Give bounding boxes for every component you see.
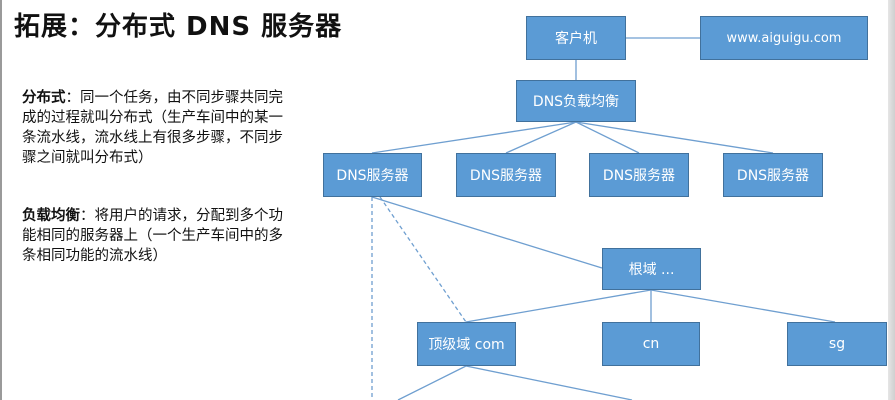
definition-distributed: 分布式：同一个任务，由不同步骤共同完成的过程就叫分布式（生产车间中的某一条流水线… — [22, 88, 284, 168]
line-lb-dns4 — [575, 121, 774, 154]
definition-text: 同一个任务，由不同步骤共同完成的过程就叫分布式（生产车间中的某一条流水线，流水线… — [22, 90, 283, 166]
root-domain-node: 根域 ... — [602, 248, 701, 290]
line-dns1-tld-dashed — [379, 196, 467, 323]
top-level-domain-com-node: 顶级域 com — [417, 322, 516, 366]
line-lb-dns1 — [371, 121, 577, 154]
definition-load-balancing: 负载均衡：将用户的请求，分配到多个功能相同的服务器上（一个生产车间中的多条相同功… — [22, 206, 284, 266]
slide-title: 拓展：分布式 DNS 服务器 — [14, 12, 343, 42]
slide-right-border — [888, 0, 895, 400]
sg-domain-node: sg — [787, 322, 887, 366]
definition-term: 分布式 — [22, 90, 66, 106]
definition-separator: ： — [80, 208, 95, 224]
definition-separator: ： — [65, 90, 81, 106]
definition-term: 负载均衡 — [22, 208, 80, 224]
line-lb-dns3 — [575, 121, 640, 154]
dns-server-node-4: DNS服务器 — [723, 153, 823, 197]
dns-server-node-2: DNS服务器 — [456, 153, 556, 197]
line-tld-child-right — [465, 365, 633, 400]
dns-server-node-3: DNS服务器 — [589, 153, 689, 197]
line-root-tld — [465, 289, 652, 323]
line-lb-dns2 — [505, 121, 577, 154]
line-root-sg — [650, 289, 836, 323]
dns-load-balancer-node: DNS负载均衡 — [516, 80, 636, 122]
dns-server-node-1: DNS服务器 — [323, 153, 422, 197]
line-dns1-root — [371, 196, 603, 269]
cn-domain-node: cn — [602, 322, 700, 366]
line-tld-child-left — [397, 365, 467, 400]
slide-left-border — [0, 0, 2, 400]
definition-text: 将用户的请求，分配到多个功能相同的服务器上（一个生产车间中的多条相同功能的流水线… — [22, 208, 283, 264]
website-node: www.aiguigu.com — [700, 16, 868, 60]
client-node: 客户机 — [526, 16, 626, 60]
